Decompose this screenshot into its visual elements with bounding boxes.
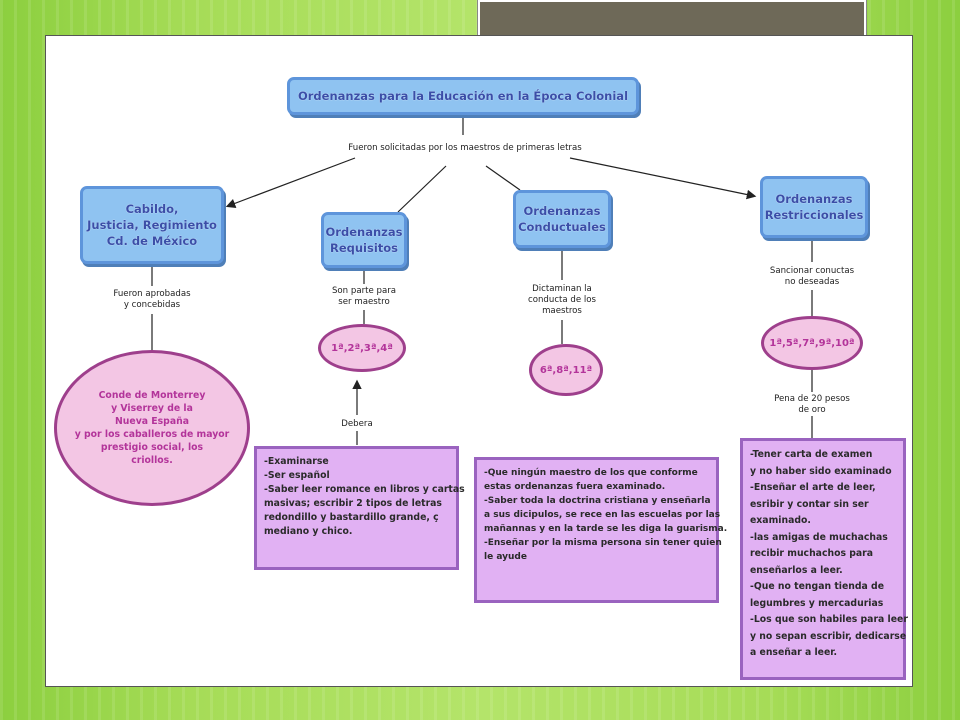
sancionar-label: Sancionar conuctas no deseadas xyxy=(769,266,855,287)
list-item: mediano y chico. xyxy=(264,526,353,537)
conductuales-list-box: -Que ningún maestro de los que conforme … xyxy=(474,457,728,603)
arrow-to-cabildo xyxy=(225,157,356,208)
subtitle-link-label: Fueron solicitadas por los maestros de p… xyxy=(348,143,582,153)
restriccionales-node: Ordenanzas Restriccionales xyxy=(760,176,868,238)
list-item: recibir muchachos para xyxy=(750,548,874,559)
list-item: a enseñar a leer. xyxy=(750,647,838,658)
list-item: -Que no tengan tienda de xyxy=(750,581,884,592)
list-item: -las amigas de muchachas xyxy=(750,531,888,543)
requisitos-node: Ordenanzas Requisitos xyxy=(321,212,407,268)
list-item: -Examinarse xyxy=(264,456,329,467)
list-item: estas ordenanzas fuera examinado. xyxy=(484,482,666,492)
list-item: -Saber toda la doctrina cristiana y ense… xyxy=(484,496,711,506)
requisitos-list-box: -Examinarse -Ser español -Saber leer rom… xyxy=(254,446,465,570)
restriccionales-list-box: -Tener carta de examen y no haber sido e… xyxy=(740,438,908,680)
conductuales-node: Ordenanzas Conductuales xyxy=(513,190,611,248)
list-item: -Ser español xyxy=(264,470,330,481)
list-item: a sus dicipulos, se rece en las escuelas… xyxy=(484,510,721,520)
cabildo-line-3: Cd. de México xyxy=(106,234,198,248)
requisitos-ellipse: 1ª,2ª,3ª,4ª xyxy=(318,324,406,372)
restriccionales-ellipse: 1ª,5ª,7ª,9ª,10ª xyxy=(761,316,863,370)
arrow-to-restriccionales xyxy=(569,157,757,200)
line-to-requisitos xyxy=(397,165,447,213)
title-node: Ordenanzas para la Educación en la Época… xyxy=(287,77,639,115)
list-item: le ayude xyxy=(484,552,527,562)
list-item: redondillo y bastardillo grande, ç xyxy=(264,512,439,523)
dictaminan-label: Dictaminan la conducta de los maestros xyxy=(527,284,597,316)
list-item: -Enseñar el arte de leer, xyxy=(750,482,876,493)
list-item: -Los que son habiles para leer xyxy=(750,614,908,625)
list-item: enseñarlos a leer. xyxy=(750,564,843,576)
debera-label: Debera xyxy=(341,419,373,429)
list-item: y no haber sido examinado xyxy=(750,465,892,477)
parte-label: Son parte para ser maestro xyxy=(331,286,397,307)
cabildo-node: Cabildo, Justicia, Regimiento Cd. de Méx… xyxy=(80,186,224,264)
list-item: masivas; escribir 2 tipos de letras xyxy=(264,498,442,509)
list-item: -Tener carta de examen xyxy=(750,449,873,460)
title-text: Ordenanzas para la Educación en la Época… xyxy=(297,89,629,103)
list-item: mañannas y en la tarde se les diga la gu… xyxy=(484,524,728,534)
cabildo-line-2: Justicia, Regimiento xyxy=(87,218,217,232)
aprobadas-label: Fueron aprobadas y concebidas xyxy=(113,289,191,310)
list-item: y no sepan escribir, dedicarse xyxy=(750,630,907,642)
list-item: -Que ningún maestro de los que conforme xyxy=(484,468,698,478)
pena-label: Pena de 20 pesos de oro xyxy=(774,394,850,415)
list-item: -Saber leer romance en libros y cartas xyxy=(264,484,465,495)
monterrey-ellipse: Conde de Monterrey y Viserrey de la Nuev… xyxy=(54,350,250,506)
line-to-conductuales xyxy=(485,165,521,191)
list-item: esribir y contar sin ser xyxy=(750,498,869,510)
list-item: examinado. xyxy=(750,515,811,526)
list-item: -Enseñar por la misma persona sin tener … xyxy=(484,538,722,548)
cabildo-line-1: Cabildo, xyxy=(125,202,179,216)
list-item: legumbres y mercadurias xyxy=(750,597,884,609)
conductuales-ellipse: 6ª,8ª,11ª xyxy=(529,344,603,396)
